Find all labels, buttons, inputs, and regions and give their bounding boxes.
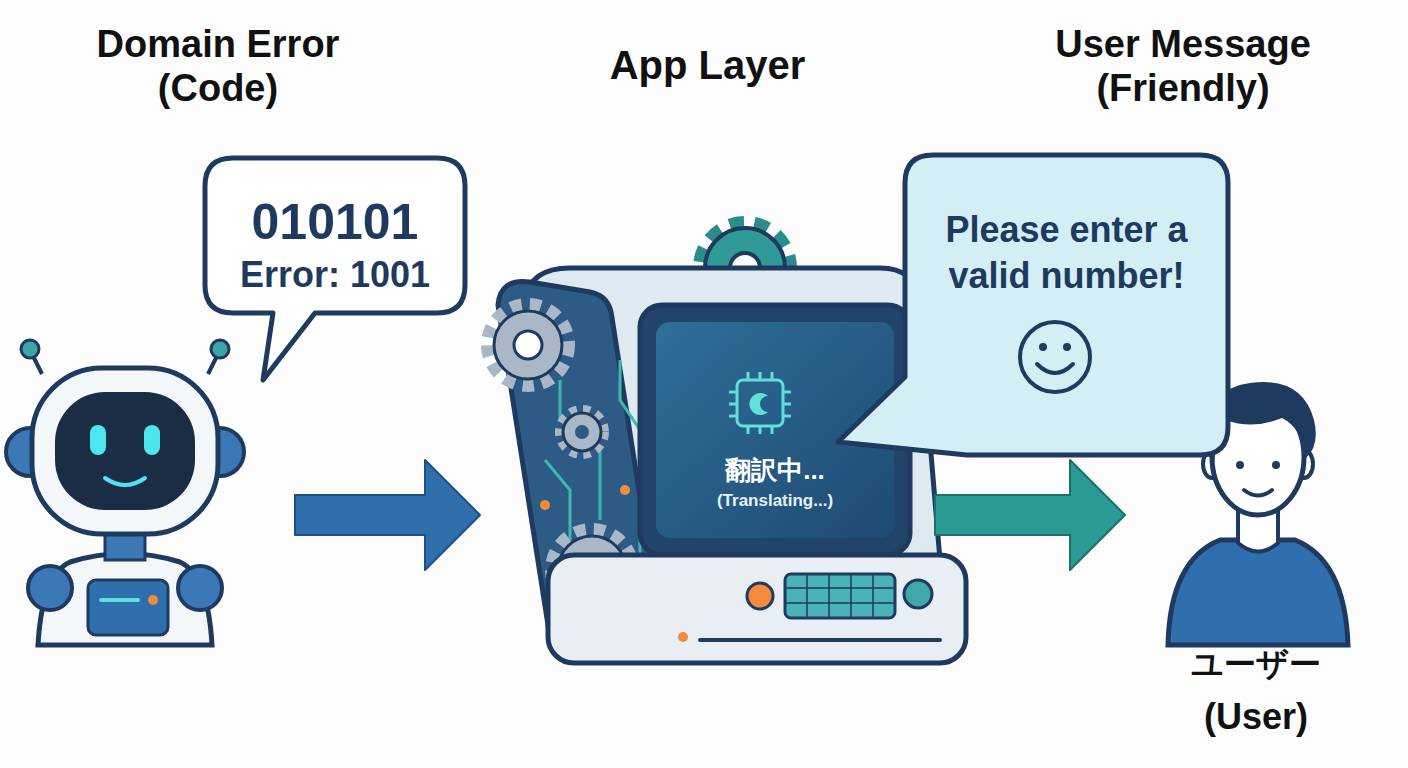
binary-code: 010101 bbox=[205, 194, 465, 250]
user-group: ユーザー (User) bbox=[1125, 345, 1408, 760]
column-heading: Domain Error (Code) bbox=[83, 22, 353, 110]
column-heading: User Message (Friendly) bbox=[1033, 22, 1333, 110]
user-figure bbox=[1168, 382, 1348, 645]
speech-bubble bbox=[205, 158, 465, 380]
app-layer-machine: App Layer 翻訳中...(Translating...) bbox=[480, 40, 935, 670]
user-label: (User) bbox=[1125, 696, 1387, 738]
robot-group: Domain Error (Code)010101Error: 1001 bbox=[0, 20, 295, 650]
app-machine bbox=[488, 224, 966, 663]
column-heading: App Layer bbox=[480, 41, 935, 89]
error-code: Error: 1001 bbox=[205, 254, 465, 296]
error-bubble: 010101Error: 1001 bbox=[205, 158, 465, 313]
flow-arrow bbox=[295, 460, 480, 570]
user-label: ユーザー bbox=[1125, 642, 1387, 686]
robot-figure bbox=[6, 340, 244, 645]
smiley-face bbox=[1020, 322, 1090, 392]
flow-arrow bbox=[935, 460, 1125, 570]
bubble-outline bbox=[205, 158, 465, 313]
screen-text: 翻訳中... bbox=[655, 453, 895, 487]
message-bubble: User Message (Friendly)Please enter a va… bbox=[905, 155, 1228, 455]
message-text: Please enter a valid number! bbox=[920, 207, 1213, 299]
screen-subtext: (Translating...) bbox=[655, 489, 895, 513]
bubble-outline bbox=[905, 155, 1228, 455]
speech-bubble bbox=[838, 155, 1228, 455]
